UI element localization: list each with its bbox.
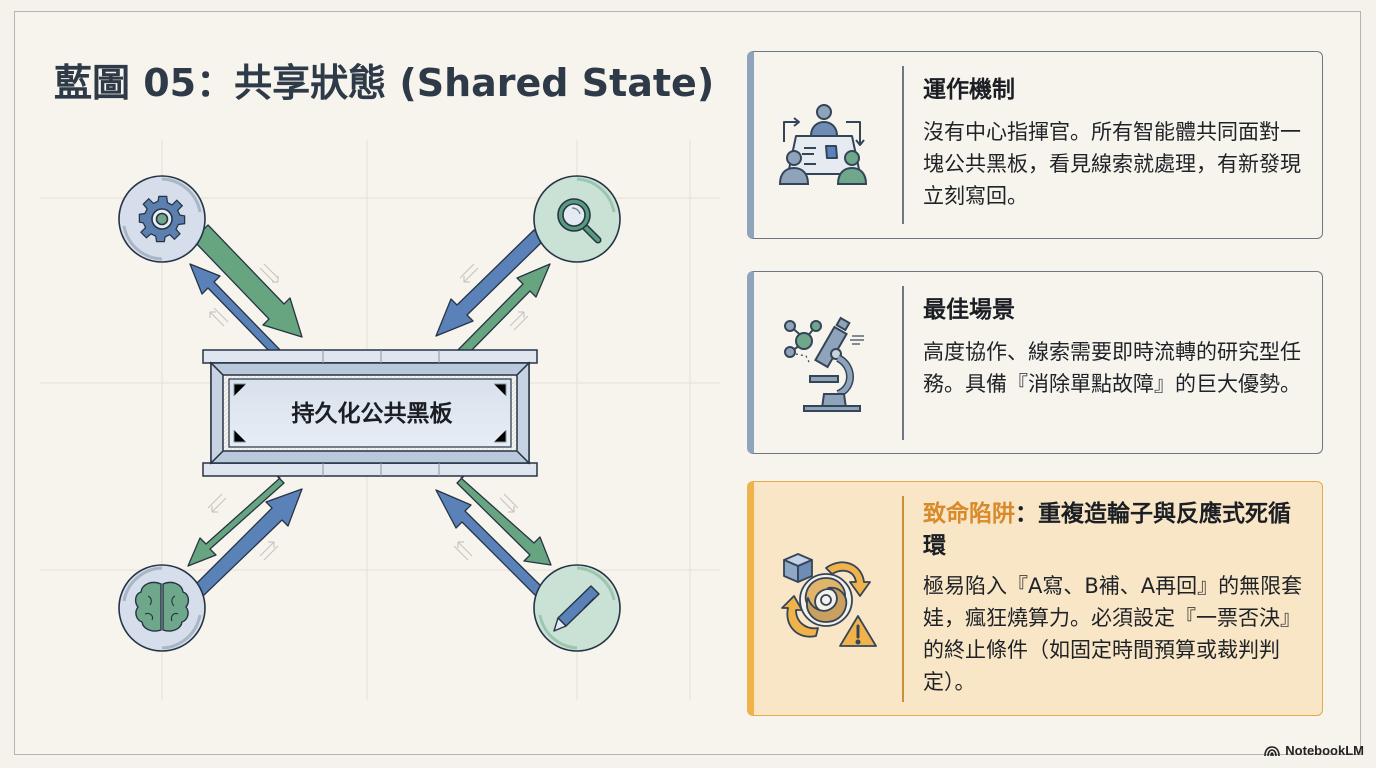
pen-node [533,564,621,652]
shared-state-diagram: 持久化公共黑板 [40,140,720,700]
card-heading: 運作機制 [923,77,1015,103]
card-body: 高度協作、線索需要即時流轉的研究型任務。具備『消除單點故障』的巨大優勢。 [923,340,1301,396]
arrows-top-left [189,224,303,360]
arrows-bottom-right [435,475,552,600]
infinite-loop-warning-icon [781,553,877,647]
card-best-scenario: 最佳場景 高度協作、線索需要即時流轉的研究型任務。具備『消除單點故障』的巨大優勢… [747,271,1323,454]
notebooklm-logo-icon [1264,745,1281,756]
brain-icon [134,581,190,632]
card-body: 沒有中心指揮官。所有智能體共同面對一塊公共黑板，看見線索就處理，有新發現立刻寫回… [923,120,1301,208]
magnifier-icon [557,198,602,244]
flow-hint-arrows [207,263,529,561]
gear-icon [138,195,186,243]
heading-accent: 致命陷阱 [923,501,1015,527]
heading-rest: ：重複造輪子與反應式死循環 [923,501,1291,559]
arrows-bottom-left [187,475,303,597]
card-divider [902,66,904,224]
blackboard [202,349,538,477]
magnifier-node [533,175,621,263]
brand-watermark: NotebookLM [1264,743,1364,758]
blackboard-label: 持久化公共黑板 [291,401,453,427]
page-title: 藍圖 05：共享狀態 (Shared State) [54,61,715,105]
card-body: 極易陷入『A寫、B補、A再回』的無限套娃，瘋狂燒算力。必須設定『一票否決』的終止… [923,574,1303,694]
brand-label: NotebookLM [1285,743,1364,758]
team-meeting-icon [778,104,868,185]
gear-node [118,175,206,263]
card-fatal-trap: 致命陷阱：重複造輪子與反應式死循環 極易陷入『A寫、B補、A再回』的無限套娃，瘋… [747,481,1323,716]
brain-node [118,564,206,652]
card-heading: 致命陷阱：重複造輪子與反應式死循環 [923,498,1306,562]
microscope-icon [784,316,864,412]
card-divider [902,286,904,440]
card-heading: 最佳場景 [923,297,1015,323]
arrows-top-right [435,229,551,360]
card-divider [902,496,904,702]
pen-icon [553,585,600,632]
card-mechanism: 運作機制 沒有中心指揮官。所有智能體共同面對一塊公共黑板，看見線索就處理，有新發… [747,51,1323,239]
